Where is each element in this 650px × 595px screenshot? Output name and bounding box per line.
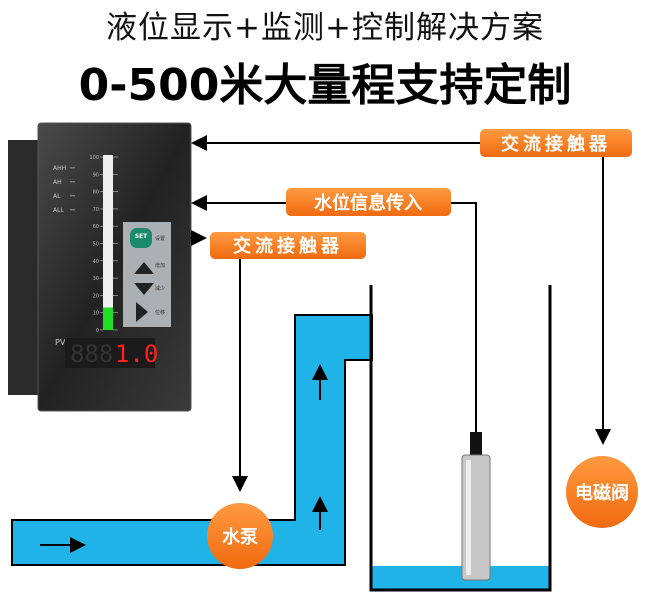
up-icon — [134, 262, 154, 274]
bar-graph-fill — [103, 307, 113, 330]
scale-tick-label: 70 — [93, 207, 99, 213]
alarm-label: AH — [53, 179, 62, 186]
scale-tick-label: 40 — [93, 259, 99, 265]
tank — [369, 285, 552, 592]
down-button[interactable]: 减少 — [134, 283, 165, 295]
alarm-led — [70, 209, 75, 211]
set-button[interactable]: SET 设置 — [130, 228, 165, 248]
scale-tick-label: 30 — [93, 276, 99, 282]
alarm-label: ALL — [53, 207, 64, 214]
valve-text: 电磁阀 — [575, 482, 629, 504]
alarm-led — [70, 181, 75, 183]
key-label: 减少 — [155, 285, 165, 292]
pump: 水泵 — [207, 503, 273, 569]
alarm-label: AL — [53, 193, 61, 200]
key-label: 位移 — [155, 309, 165, 316]
contactor-top-text: 交流接触器 — [501, 133, 611, 155]
right-icon — [136, 302, 148, 322]
key-label: 设置 — [155, 235, 165, 242]
level-info-text: 水位信息传入 — [314, 192, 422, 214]
scale-tick-label: 0 — [96, 328, 99, 334]
scale-tick-label: 50 — [93, 242, 99, 248]
bar-graph — [103, 155, 113, 330]
pv-label: PV — [55, 338, 66, 347]
right-button[interactable]: 位移 — [136, 302, 165, 322]
alarm-led — [70, 195, 75, 197]
scale-tick-label: 90 — [93, 172, 99, 178]
level-info-label: 水位信息传入 — [286, 188, 451, 216]
contactor-left-text: 交流接触器 — [233, 235, 343, 257]
key-label: 增加 — [155, 262, 165, 269]
title-line-1: 液位显示+监测+控制解决方案 — [106, 10, 544, 46]
display-value: 1.0 — [115, 340, 158, 368]
pressure-sensor — [461, 432, 491, 581]
contactor-left-label: 交流接触器 — [210, 232, 366, 259]
set-glyph: SET — [135, 233, 148, 240]
scale-tick-label: 60 — [93, 224, 99, 230]
scale-tick-label: 20 — [93, 293, 99, 299]
scale-tick-label: 100 — [89, 155, 99, 161]
svg-text:888: 888 — [70, 340, 113, 368]
alarm-led — [70, 167, 75, 169]
alarm-label: AHH — [53, 165, 66, 172]
set-icon — [130, 228, 152, 248]
scale-tick-label: 80 — [93, 190, 99, 196]
solenoid-valve: 电磁阀 — [566, 456, 638, 528]
title-line-2: 0-500米大量程支持定制 — [78, 60, 572, 111]
scale-tick-label: 10 — [93, 311, 99, 317]
contactor-top-label: 交流接触器 — [480, 129, 632, 157]
up-button[interactable]: 增加 — [134, 262, 165, 274]
down-icon — [134, 283, 154, 295]
pump-text: 水泵 — [222, 526, 258, 548]
tank-water — [372, 566, 550, 589]
